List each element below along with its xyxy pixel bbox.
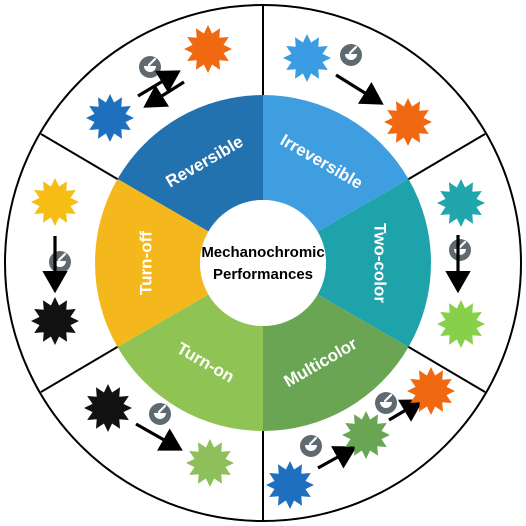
star-pale-green xyxy=(186,439,234,487)
star-orange xyxy=(407,367,455,415)
star-blue xyxy=(86,94,134,142)
mortar-and-pestle-icon xyxy=(375,392,397,414)
center-title-line2: Performances xyxy=(213,266,313,283)
star-yellow xyxy=(31,178,79,226)
star-black xyxy=(31,297,79,345)
star-orange xyxy=(184,25,232,73)
mortar-and-pestle-icon xyxy=(149,403,171,425)
segment-reversible xyxy=(117,95,264,232)
mortar-and-pestle-icon xyxy=(340,44,362,66)
arrow-irreversible xyxy=(335,73,384,105)
center-title-line1: Mechanochromic xyxy=(201,244,324,261)
star-green xyxy=(342,411,390,459)
arrow-reverse xyxy=(143,80,185,108)
mortar-and-pestle-icon xyxy=(49,251,71,273)
mortar-and-pestle-icon xyxy=(449,239,471,261)
segment-label-turn-off: Turn-off xyxy=(136,231,155,295)
mortar-and-pestle-icon xyxy=(139,56,161,78)
center-circle xyxy=(200,200,326,326)
star-blue xyxy=(266,461,314,509)
segment-two-color xyxy=(317,179,431,347)
sector-dividers xyxy=(40,5,486,521)
arrow-multicolor-1 xyxy=(317,446,357,470)
segment-irreversible xyxy=(263,95,409,232)
arrow-turn-on xyxy=(135,422,183,451)
segment-multicolor xyxy=(263,294,409,431)
segment-turn-on xyxy=(117,294,264,431)
category-ring xyxy=(95,95,431,431)
star-teal xyxy=(437,179,485,227)
star-light-green xyxy=(437,300,485,348)
example-illustrations xyxy=(31,25,485,509)
arrow-multicolor-2 xyxy=(388,399,424,422)
star-black xyxy=(84,384,132,432)
segment-label-two-color: Two-color xyxy=(371,223,390,303)
mortar-and-pestle-icon xyxy=(300,435,322,457)
star-light-blue xyxy=(283,34,331,82)
star-orange xyxy=(384,98,432,146)
segment-turn-off xyxy=(95,179,209,347)
